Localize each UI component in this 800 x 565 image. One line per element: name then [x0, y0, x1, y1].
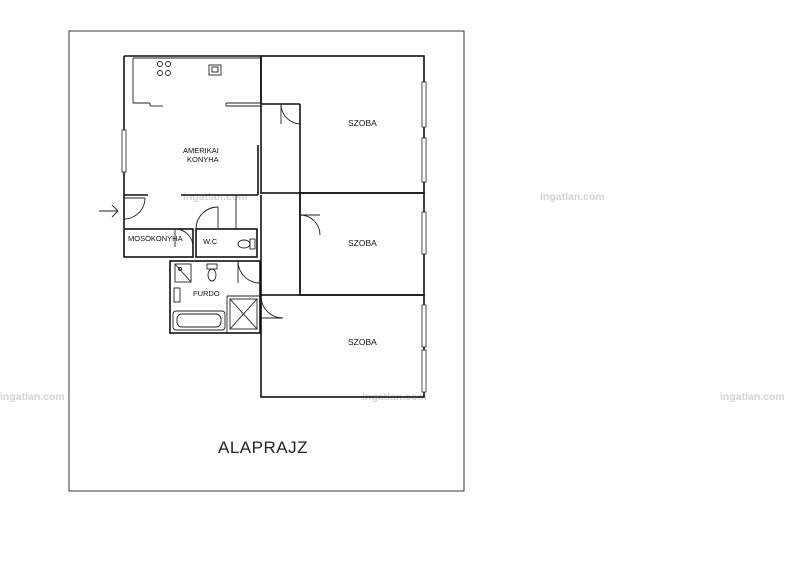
toilet-icon-bathroom [206, 263, 218, 282]
entrance-arrow-icon [99, 204, 119, 218]
kitchen-walls [121, 55, 262, 196]
watermark-bottom-right: ingatlan.com [720, 391, 785, 403]
bathroom-sink-icon [173, 287, 181, 303]
watermark-bottom-left: ingatlan.com [0, 391, 65, 403]
wc-walls [195, 195, 258, 258]
kitchen-label-line1: AMERIKAI [183, 146, 219, 155]
laundry-walls [123, 228, 194, 258]
room3-label: SZOBA [348, 337, 377, 347]
room1-label: SZOBA [348, 118, 377, 128]
room1-walls [260, 55, 427, 194]
bathtub-icon [172, 310, 226, 331]
laundry-machine-icon [229, 298, 258, 330]
sheet-border [68, 30, 465, 492]
watermark-center: ingatlan.com [183, 191, 248, 203]
bathroom-walls [169, 260, 261, 334]
entrance-door [123, 195, 146, 228]
room2-label: SZOBA [348, 238, 377, 248]
shower-icon [174, 263, 192, 283]
toilet-icon [237, 238, 256, 250]
kitchen-sink-icon [208, 64, 222, 76]
room3-walls [260, 294, 427, 398]
watermark-right: ingatlan.com [540, 191, 605, 203]
wc-label: W.C [203, 237, 218, 246]
corridor-walls [260, 103, 302, 296]
laundry-label: MOSOKONYHA [128, 234, 183, 243]
kitchen-label-line2: KONYHA [187, 155, 219, 164]
plan-title: ALAPRAJZ [218, 438, 308, 457]
bathroom-label: FURDO [193, 289, 220, 298]
stove-icon [157, 61, 171, 76]
